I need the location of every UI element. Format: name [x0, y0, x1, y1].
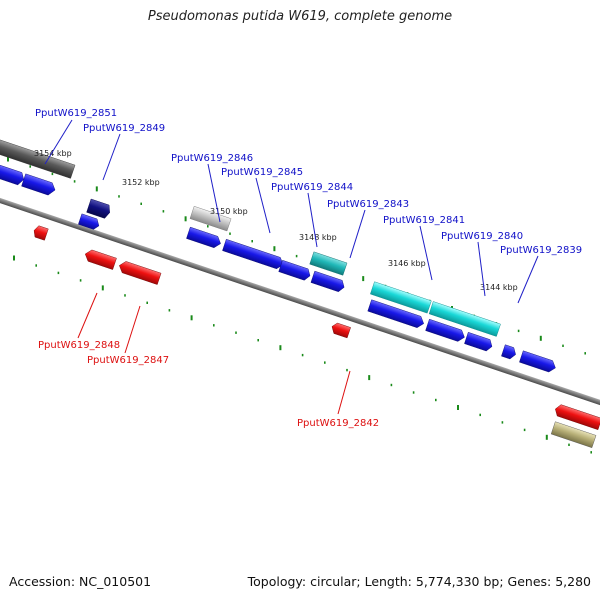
gene-label: PputW619_2842: [297, 418, 379, 429]
scale-label: 3146 kbp: [388, 259, 426, 268]
gene-label: PputW619_2848: [38, 340, 120, 351]
leader-line: [337, 370, 351, 415]
gene-arrow-plus: [464, 332, 493, 352]
gene-feature-cyan-a: [370, 281, 432, 314]
leader-line: [44, 119, 73, 165]
scale-label: 3154 kbp: [34, 149, 72, 158]
leader-line: [124, 305, 141, 354]
leader-line: [307, 192, 318, 248]
gene-arrow-plus: [519, 350, 556, 373]
gene-feature-cyan-b: [428, 301, 501, 337]
gene-label: PputW619_2845: [221, 167, 303, 178]
gene-track: [0, 139, 600, 448]
gene-arrow-plus: [501, 344, 516, 360]
gene-label: PputW619_2851: [35, 108, 117, 119]
gene-label: PputW619_2846: [171, 153, 253, 164]
gene-feature-olive: [550, 421, 597, 448]
scale-label: 3148 kbp: [299, 233, 337, 242]
leader-lines: [44, 119, 539, 415]
leader-line: [349, 209, 366, 259]
gene-label: PputW619_2841: [383, 215, 465, 226]
gene-label: PputW619_2839: [500, 245, 582, 256]
gene-label: PputW619_2847: [87, 355, 169, 366]
gene-arrow-plus: [310, 270, 345, 292]
gene-label: PputW619_2840: [441, 231, 523, 242]
gene-arrow-plus: [367, 299, 424, 328]
scale-labels: 3154 kbp 3152 kbp 3150 kbp 3148 kbp 3146…: [34, 149, 518, 292]
gene-label: PputW619_2849: [83, 123, 165, 134]
gene-labels: PputW619_2851 PputW619_2849 PputW619_284…: [35, 108, 582, 429]
gene-arrow-plus: [425, 318, 465, 342]
leader-line: [419, 225, 433, 281]
leader-line: [517, 255, 539, 304]
leader-line: [102, 133, 121, 181]
gene-arrow-plus: [0, 162, 25, 186]
leader-line: [207, 163, 221, 223]
scale-label: 3152 kbp: [122, 178, 160, 187]
tick-row-inner: [13, 255, 593, 454]
gene-arrow-plus: [21, 173, 56, 196]
gene-feature-teal: [309, 251, 348, 276]
leader-line: [77, 292, 98, 339]
gene-arrow-minus: [84, 249, 117, 270]
gene-feature-navy: [86, 198, 110, 219]
scale-label: 3144 kbp: [480, 283, 518, 292]
map-title: Pseudomonas putida W619, complete genome: [147, 9, 453, 24]
gene-label: PputW619_2844: [271, 182, 353, 193]
leader-line: [477, 241, 486, 297]
gene-arrow-plus: [222, 238, 284, 270]
leader-line: [255, 177, 271, 234]
gene-arrow-minus: [33, 225, 49, 241]
scale-label: 3150 kbp: [210, 207, 248, 216]
gene-arrow-plus: [78, 213, 100, 230]
genome-summary-text: Topology: circular; Length: 5,774,330 bp…: [247, 574, 591, 589]
backbone: [0, 191, 600, 420]
backbone-line: [0, 191, 600, 420]
gene-label: PputW619_2843: [327, 199, 409, 210]
gene-arrow-minus: [331, 322, 351, 339]
gene-arrow-plus: [186, 226, 221, 248]
gene-arrow-plus: [278, 260, 311, 281]
gene-arrow-minus: [555, 404, 600, 430]
accession-text: Accession: NC_010501: [9, 574, 152, 589]
gene-arrow-minus: [119, 261, 162, 285]
